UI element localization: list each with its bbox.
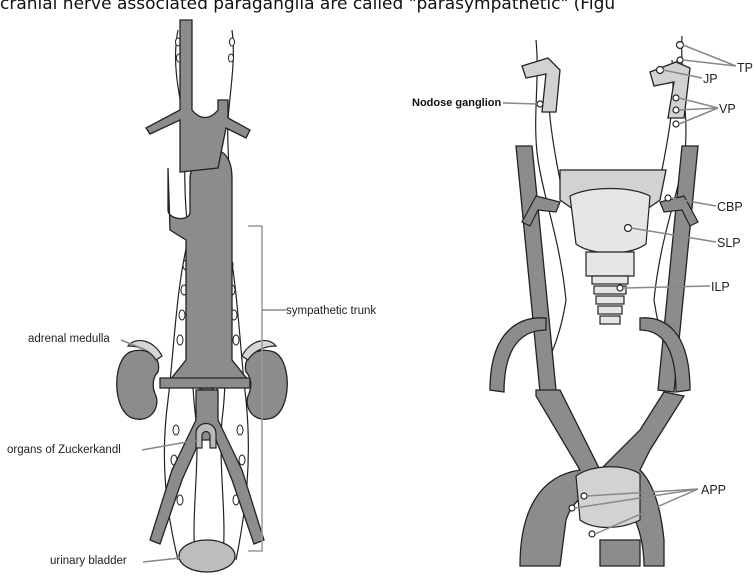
label-adrenal-medulla: adrenal medulla <box>28 333 110 345</box>
label-tp: TP <box>737 61 753 75</box>
label-slp: SLP <box>717 236 741 250</box>
right-anatomy-diagram: Nodose ganglion TP JP VP CBP SLP ILP <box>412 36 753 566</box>
label-jp: JP <box>703 72 718 86</box>
label-cbp: CBP <box>717 200 743 214</box>
label-app: APP <box>701 483 726 497</box>
left-kidney <box>117 350 159 419</box>
left-anatomy-diagram: sympathetic trunk adrenal medulla organs… <box>7 20 376 572</box>
label-sympathetic-trunk: sympathetic trunk <box>286 305 376 317</box>
label-nodose-ganglion: Nodose ganglion <box>412 97 502 109</box>
urinary-bladder-shape <box>179 540 235 572</box>
larynx <box>570 189 650 325</box>
nodose-leader <box>503 103 538 104</box>
right-kidney <box>245 350 287 419</box>
label-ilp: ILP <box>711 280 730 294</box>
tp-leaders <box>683 45 736 66</box>
label-organs-of-zuckerkandl: organs of Zuckerkandl <box>7 444 121 456</box>
ilp-leader <box>623 286 710 288</box>
urinary-bladder-leader <box>143 558 180 562</box>
label-vp: VP <box>719 102 736 116</box>
label-urinary-bladder: urinary bladder <box>50 555 127 567</box>
